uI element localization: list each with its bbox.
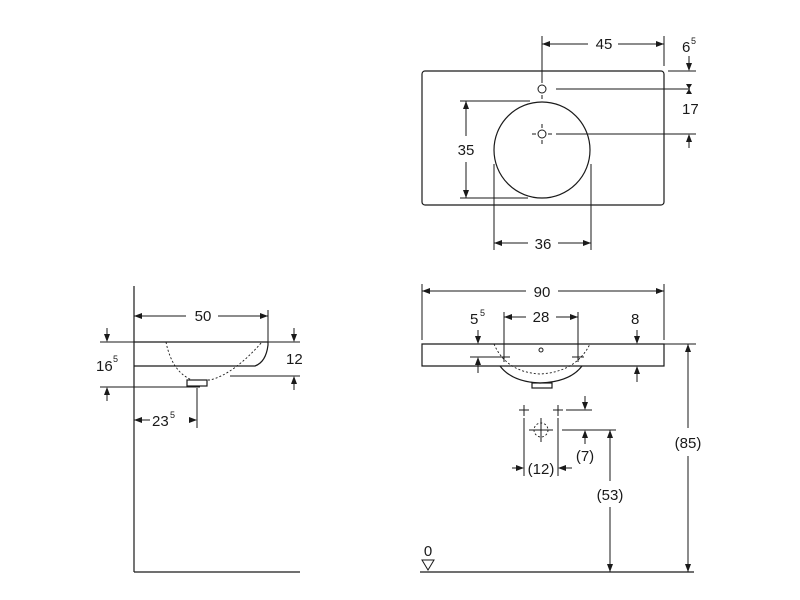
- arrow-head: [656, 288, 664, 294]
- bowl-outline: [493, 101, 591, 199]
- arrow-head: [104, 334, 110, 342]
- arrow-head: [570, 314, 578, 320]
- arrow-head: [516, 465, 524, 471]
- dim-label-mount-height: (85): [675, 435, 702, 452]
- arrow-head: [260, 313, 268, 319]
- drain-hole: [537, 129, 547, 139]
- drain-outlet: [531, 382, 553, 389]
- arrow-head: [686, 134, 692, 142]
- dim-label-left-sup: 5: [480, 308, 485, 318]
- dim-label-rim: 12: [286, 351, 303, 368]
- arrow-head: [494, 240, 502, 246]
- tap-hole: [537, 84, 547, 94]
- arrow-head: [607, 430, 613, 438]
- arrow-head: [291, 376, 297, 384]
- dim-label-total-width: 90: [534, 284, 551, 301]
- floor-level-label: 0: [424, 543, 432, 560]
- dim-label-tap-offset: 45: [596, 36, 613, 53]
- arrow-head: [134, 313, 142, 319]
- arrow-head: [582, 430, 588, 438]
- arrow-head: [607, 564, 613, 572]
- dim-label-drain: 23: [152, 413, 169, 430]
- dim-label-edge-a-sup: 5: [691, 36, 696, 46]
- arrow-head: [475, 336, 481, 344]
- arrow-head: [634, 336, 640, 344]
- arrow-head: [685, 564, 691, 572]
- arrow-head: [582, 402, 588, 410]
- basin-top-outline: [421, 70, 665, 206]
- arrow-head: [634, 366, 640, 374]
- drain-outlet: [186, 379, 208, 387]
- dim-label-tap-spacing: 28: [533, 309, 550, 326]
- floor-level-marker: [421, 559, 435, 571]
- dim-label-height-sup: 5: [113, 354, 118, 364]
- dim-label-bowl-width: 36: [535, 236, 552, 253]
- dim-label-edge-a: 6: [682, 39, 690, 56]
- dim-label-drain-sup: 5: [170, 410, 175, 420]
- arrow-head: [134, 417, 142, 423]
- dim-label-supply-spacing: (12): [528, 461, 555, 478]
- bowl-hidden-line: [165, 341, 263, 381]
- arrow-head: [583, 240, 591, 246]
- dim-label-left: 5: [470, 311, 478, 328]
- side-view: 50 16 5 12 23 5: [96, 286, 303, 573]
- tap-hole-mark: [538, 347, 544, 353]
- arrow-head: [542, 41, 550, 47]
- arrow-head: [475, 357, 481, 365]
- arrow-head: [685, 344, 691, 352]
- top-view: 45 6 5 17 35 36: [421, 36, 699, 253]
- arrow-head: [463, 101, 469, 109]
- dim-label-bowl-depth: 35: [458, 142, 475, 159]
- basin-front-outline: [421, 343, 665, 367]
- arrow-head: [104, 387, 110, 395]
- arrow-head: [463, 190, 469, 198]
- front-view: 90 28 5 5 8 (85): [420, 284, 702, 573]
- basin-side-profile: [134, 341, 269, 367]
- dim-label-supply-offset: (7): [576, 448, 594, 465]
- arrow-head: [558, 465, 566, 471]
- dim-label-drain-to-tap: 17: [682, 101, 699, 118]
- arrow-head: [422, 288, 430, 294]
- arrow-head: [686, 84, 692, 94]
- supply-connections: [519, 405, 563, 442]
- arrow-head: [656, 41, 664, 47]
- dim-label-right: 8: [631, 311, 639, 328]
- arrow-head: [686, 63, 692, 71]
- dim-label-height: 16: [96, 358, 113, 375]
- bowl-front-outline: [499, 365, 583, 384]
- dim-label-supply-height: (53): [597, 487, 624, 504]
- arrow-head: [189, 417, 197, 423]
- dim-label-depth: 50: [195, 308, 212, 325]
- arrow-head: [504, 314, 512, 320]
- arrow-head: [291, 334, 297, 342]
